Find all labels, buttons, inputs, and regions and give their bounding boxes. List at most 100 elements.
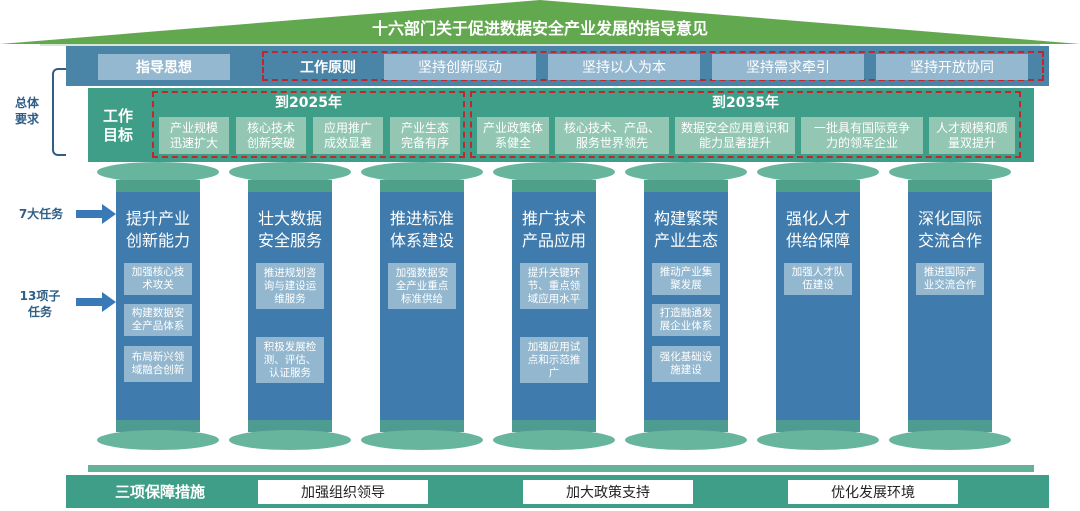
guarantee-label: 三项保障措施 (114, 483, 205, 501)
goal-text: 核心技术创新突破 (246, 120, 295, 150)
roof (0, 0, 1080, 46)
column-shaft (776, 192, 860, 422)
column-base (229, 430, 351, 450)
column-base (757, 430, 879, 450)
task-title-text: 提升产业创新能力 (125, 209, 190, 250)
column-lower-band (248, 420, 332, 432)
goal-2035-item: 一批具有国际竞争力的领军企业 (801, 117, 923, 154)
column-base (493, 430, 615, 450)
column-neck (380, 180, 464, 194)
column-lower-band (908, 420, 992, 432)
column-lower-band (380, 420, 464, 432)
column-base (361, 430, 483, 450)
roof-shadow (40, 44, 1040, 46)
subtask-box: 加强人才队伍建设 (784, 263, 852, 295)
principle-item: 坚持需求牵引 (712, 54, 864, 80)
thirteen-subtasks-text: 13项子任务 (19, 289, 61, 319)
seven-tasks-label: 7大任务 (18, 207, 64, 221)
task-title-text: 壮大数据安全服务 (257, 209, 322, 250)
goal-text: 一批具有国际竞争力的领军企业 (813, 120, 910, 150)
work-goals-label: 工作目标 (93, 100, 143, 152)
principles-dashed-frame (262, 51, 1044, 81)
subtask-box: 加强应用试点和示范推广 (520, 337, 588, 383)
subtask-box: 推动产业集聚发展 (652, 263, 720, 295)
subtask-box: 推进规划咨询与建设运维服务 (256, 263, 324, 309)
task-title: 深化国际交流合作 (908, 206, 992, 254)
guarantee-item: 加强组织领导 (258, 480, 428, 504)
overall-requirements-label: 总体要求 (4, 94, 50, 128)
subtask-box: 积极发展检测、评估、认证服务 (256, 337, 324, 383)
column-capital (625, 162, 747, 182)
goal-text: 数据安全应用意识和能力显著提升 (680, 120, 789, 150)
subtask-box: 打造融通发展企业体系 (652, 304, 720, 336)
column-capital (229, 162, 351, 182)
goal-text: 核心技术、产品、服务世界领先 (563, 120, 660, 150)
subtask-box: 布局新兴领域融合创新 (124, 346, 192, 382)
column-neck (116, 180, 200, 194)
task-title: 推进标准体系建设 (380, 206, 464, 254)
principle-item: 坚持开放协同 (876, 54, 1028, 80)
task-title: 提升产业创新能力 (116, 206, 200, 254)
work-goals-text: 工作目标 (102, 107, 133, 144)
task-title: 壮大数据安全服务 (248, 206, 332, 254)
arrow-right-icon (76, 204, 116, 224)
goal-text: 产业生态完备有序 (400, 120, 449, 150)
principle-item: 坚持以人为本 (548, 54, 700, 80)
subtask-box: 构建数据安全产品体系 (124, 304, 192, 336)
arrow-right-icon (76, 292, 116, 312)
thirteen-subtasks-label: 13项子任务 (12, 286, 68, 322)
column-neck (512, 180, 596, 194)
column-lower-band (644, 420, 728, 432)
column-base (97, 430, 219, 450)
year-2035-label: 到2035年 (712, 95, 779, 111)
task-title: 构建繁荣产业生态 (644, 206, 728, 254)
guarantee-item: 优化发展环境 (788, 480, 958, 504)
task-title-text: 深化国际交流合作 (917, 209, 982, 250)
column-lower-band (776, 420, 860, 432)
guiding-thought-box: 指导思想 (98, 54, 230, 80)
roof-shape (0, 0, 1080, 44)
column-base (625, 430, 747, 450)
goal-text: 产业规模迅速扩大 (169, 120, 218, 150)
work-principles-label: 工作原则 (300, 60, 356, 76)
principle-item: 坚持创新驱动 (384, 54, 536, 80)
goal-text: 人才规模和质量双提升 (935, 120, 1008, 150)
column-capital (97, 162, 219, 182)
column-neck (908, 180, 992, 194)
column-shaft (908, 192, 992, 422)
goal-2025-item: 产业生态完备有序 (390, 117, 460, 154)
column-capital (493, 162, 615, 182)
column-lower-band (512, 420, 596, 432)
column-neck (644, 180, 728, 194)
subtask-box: 强化基础设施建设 (652, 346, 720, 382)
task-title: 强化人才供给保障 (776, 206, 860, 254)
subtask-box: 加强数据安全产业重点标准供给 (388, 263, 456, 309)
task-title-text: 强化人才供给保障 (785, 209, 850, 250)
goal-2035-item: 产业政策体系健全 (477, 117, 549, 154)
goal-2035-item: 人才规模和质量双提升 (929, 117, 1015, 154)
subtask-box: 推进国际产业交流合作 (916, 263, 984, 295)
subtask-box: 加强核心技术攻关 (124, 263, 192, 295)
column-capital (361, 162, 483, 182)
guarantee-item: 加大政策支持 (523, 480, 693, 504)
goals-2025-frame (152, 91, 465, 158)
column-neck (776, 180, 860, 194)
goal-text: 应用推广成效显著 (323, 120, 372, 150)
task-title-text: 推广技术产品应用 (521, 209, 586, 250)
column-base (889, 430, 1011, 450)
floor-line (88, 465, 1034, 472)
goal-2025-item: 核心技术创新突破 (236, 117, 306, 154)
column-neck (248, 180, 332, 194)
column-capital (757, 162, 879, 182)
goal-2035-item: 核心技术、产品、服务世界领先 (555, 117, 669, 154)
overall-requirements-brace (52, 68, 66, 156)
goal-text: 产业政策体系健全 (482, 120, 543, 150)
task-title: 推广技术产品应用 (512, 206, 596, 254)
column-capital (889, 162, 1011, 182)
task-title-text: 推进标准体系建设 (389, 209, 454, 250)
goal-2025-item: 产业规模迅速扩大 (159, 117, 229, 154)
task-title-text: 构建繁荣产业生态 (653, 209, 718, 250)
goal-2035-item: 数据安全应用意识和能力显著提升 (675, 117, 795, 154)
year-2025-label: 到2025年 (275, 95, 342, 111)
subtask-box: 提升关键环节、重点领域应用水平 (520, 263, 588, 309)
